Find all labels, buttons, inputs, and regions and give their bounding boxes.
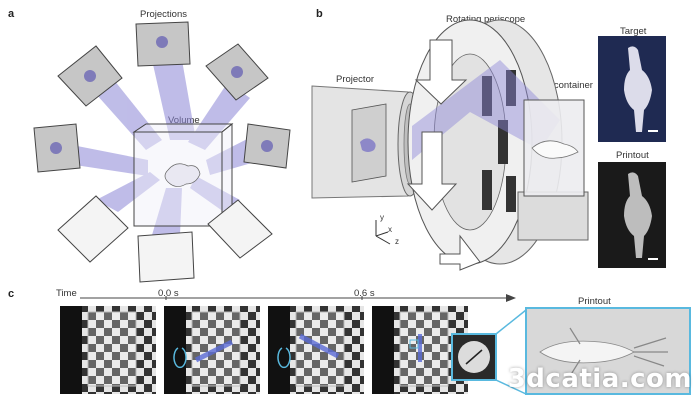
printout-photo-c — [525, 307, 691, 395]
projection-bottom-left — [57, 195, 129, 263]
axis-x-label: x — [388, 225, 392, 234]
frame-2 — [164, 306, 260, 394]
zoom-inset — [451, 309, 527, 395]
panel-a-letter: a — [8, 8, 15, 20]
axis-y-label: y — [380, 213, 384, 222]
arrow-up-bottom — [439, 234, 481, 271]
projection-bottom — [137, 231, 195, 283]
frame-1 — [60, 306, 156, 394]
axis-z-label: z — [395, 237, 399, 246]
beam-top-left — [88, 75, 162, 150]
arrow-down-lower — [406, 131, 458, 211]
container-object — [531, 140, 579, 159]
printout-label-b: Printout — [616, 150, 649, 161]
time-0-label: 0.0 s — [158, 288, 179, 299]
beam-bottom — [152, 188, 182, 235]
rotating-periscope-label: Rotating periscope — [446, 14, 526, 25]
beam-top — [152, 60, 196, 140]
beam-bottom-left — [96, 172, 160, 212]
beam-bottom-right — [190, 176, 240, 212]
time-1-label: 0.6 s — [354, 288, 375, 299]
watermark-3dcatia: 3dcatia.com — [507, 364, 692, 394]
fixed-container-label: Fixed container — [528, 80, 593, 91]
beam-left — [72, 145, 148, 176]
volume-object — [164, 163, 201, 187]
frame-3 — [268, 306, 364, 394]
target-label: Target — [620, 26, 647, 37]
time-label: Time — [56, 288, 77, 299]
printout-label-c: Printout — [578, 296, 611, 307]
arrow-down-upper — [414, 39, 468, 105]
panel-c-letter: c — [8, 288, 15, 300]
timeline-axis — [80, 294, 516, 302]
projections-label: Projections — [140, 9, 187, 20]
projection-bottom-right — [207, 199, 273, 259]
projector-label: Projector — [336, 74, 375, 85]
periscope-beam — [412, 60, 560, 160]
panel-b-letter: b — [316, 8, 323, 20]
